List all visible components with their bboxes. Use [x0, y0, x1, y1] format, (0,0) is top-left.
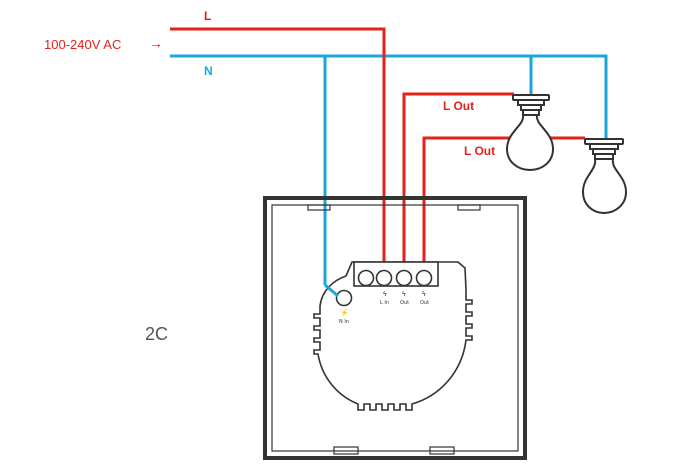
terminal-screw-icon: [395, 269, 413, 287]
lightning-icon: ϟ: [402, 291, 406, 298]
switch-back-plate: [263, 196, 527, 460]
lightning-icon: ϟ: [422, 291, 426, 298]
mounting-outline: [313, 261, 473, 411]
neutral-symbol-icon: ⚡: [340, 308, 349, 317]
neutral-terminal-label: N In: [339, 319, 349, 325]
supply-voltage-label: 100-240V AC: [44, 37, 121, 52]
lightning-icon: ϟ: [383, 291, 387, 298]
model-label: 2C: [145, 324, 168, 344]
live-label: L: [204, 9, 211, 23]
supply-arrow-icon: →: [149, 35, 163, 51]
terminal-screw-icon: [375, 269, 393, 287]
neutral-wiring: [170, 54, 608, 285]
terminal-label-lin: L In: [380, 300, 389, 306]
lout-label-2: L Out: [464, 144, 495, 158]
light-bulb-icon: [505, 94, 555, 172]
terminal-label-out2: Out: [420, 300, 429, 306]
lout-label-1: L Out: [443, 99, 474, 113]
neutral-terminal-screw-icon: [335, 289, 353, 307]
terminal-label-out1: Out: [400, 300, 409, 306]
neutral-label: N: [204, 64, 213, 78]
terminal-screw-icon: [357, 269, 375, 287]
terminal-screw-icon: [415, 269, 433, 287]
neutral-terminal-wire: [324, 283, 339, 298]
light-bulb-icon: [581, 138, 628, 215]
terminal-block: [335, 261, 439, 307]
